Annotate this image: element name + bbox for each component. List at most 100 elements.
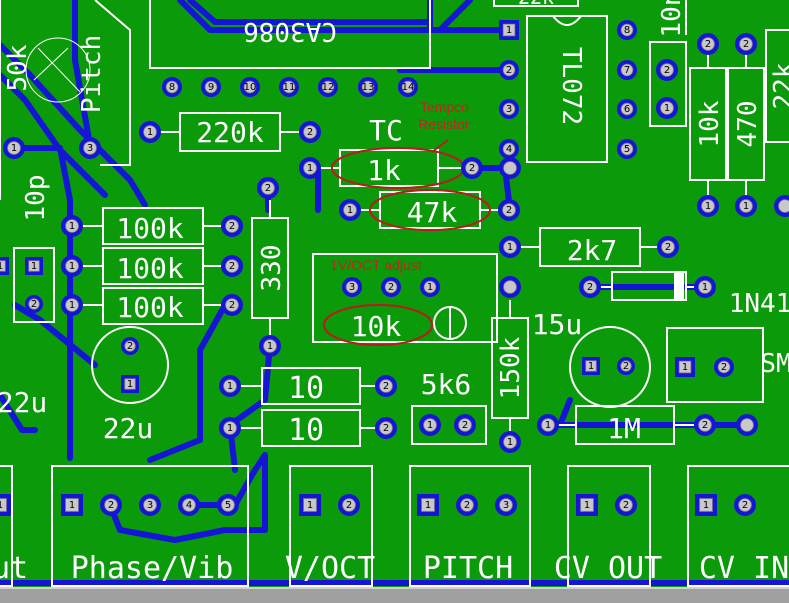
pad-705-425: 2 xyxy=(694,414,716,436)
svg-text:2: 2 xyxy=(587,282,593,293)
label-10k-v: 10k xyxy=(695,100,725,147)
c10p-pad-1: 1 xyxy=(25,257,43,275)
pad-705-287: 1 xyxy=(694,276,716,298)
connector-label-ut: ut xyxy=(0,551,28,586)
pad-708-44: 2 xyxy=(697,33,719,55)
label-10-a: 10 xyxy=(288,371,324,406)
edge-pad: 1 xyxy=(0,257,9,275)
pad-668-247: 2 xyxy=(657,236,679,258)
connector-label-cv-out: CV OUT xyxy=(554,551,662,586)
ic2-pad-8: 8 xyxy=(617,20,637,40)
svg-text:3: 3 xyxy=(147,500,153,511)
svg-text:1: 1 xyxy=(0,500,3,511)
label-tc: TC xyxy=(369,114,403,147)
cv-in-pin-1: 1 xyxy=(695,494,717,516)
svg-text:8: 8 xyxy=(169,82,175,93)
pad-232-226: 2 xyxy=(221,215,243,237)
svg-text:3: 3 xyxy=(503,500,509,511)
phase-vib-pin-4: 4 xyxy=(178,494,200,516)
cv-in-pin-2: 2 xyxy=(734,494,756,516)
svg-text:12: 12 xyxy=(322,82,335,93)
ic2-pad-4: 4 xyxy=(499,139,519,159)
svg-text:2: 2 xyxy=(229,300,235,311)
label-220k: 220k xyxy=(196,116,264,149)
svg-text:2: 2 xyxy=(623,500,629,511)
label-sm: SM xyxy=(760,349,789,379)
phase-vib-pin-3: 3 xyxy=(139,494,161,516)
svg-text:6: 6 xyxy=(624,104,630,115)
label-pitch-pot: Pitch xyxy=(77,35,107,113)
pad-350-210: 1 xyxy=(339,199,361,221)
vadj-note: 1V/OCT adjust xyxy=(330,257,422,273)
svg-text:7: 7 xyxy=(624,65,630,76)
pad-310-168: 1 xyxy=(299,157,321,179)
svg-text:13: 13 xyxy=(362,82,375,93)
phase-vib-pin-2: 2 xyxy=(100,494,122,516)
label-trim-10k: 10k xyxy=(351,310,402,343)
svg-text:1: 1 xyxy=(127,379,133,390)
pad-310-132: 2 xyxy=(299,121,321,143)
label-15u: 15u xyxy=(532,308,583,341)
svg-text:2: 2 xyxy=(462,420,468,431)
svg-text:9: 9 xyxy=(208,82,214,93)
svg-text:2: 2 xyxy=(702,420,708,431)
c10p-pad-2: 2 xyxy=(25,295,43,313)
pad-150-132: 1 xyxy=(139,121,161,143)
label-tl072: TL072 xyxy=(556,47,586,125)
ic1-pad-8: 8 xyxy=(162,77,182,97)
c15u-pad-1: 1 xyxy=(582,357,600,375)
ic2-pad-1: 1 xyxy=(499,20,519,40)
phase-vib-pin-1: 1 xyxy=(61,494,83,516)
svg-text:1: 1 xyxy=(664,103,670,114)
label-10n: 10n xyxy=(657,0,687,37)
connector-label-pitch: PITCH xyxy=(423,551,513,586)
svg-text:1: 1 xyxy=(227,423,233,434)
pad-72-266: 1 xyxy=(61,255,83,277)
pad-270-346: 1 xyxy=(259,335,281,357)
ic1-pad-12: 12 xyxy=(318,77,338,97)
svg-text:1: 1 xyxy=(307,500,313,511)
svg-text:2: 2 xyxy=(506,65,512,76)
silkscreen xyxy=(0,0,789,587)
label-47k: 47k xyxy=(407,196,458,229)
svg-text:2: 2 xyxy=(664,65,670,76)
svg-text:3: 3 xyxy=(349,282,355,293)
svg-text:1: 1 xyxy=(682,362,688,373)
c22u-pad-2: 2 xyxy=(121,337,139,355)
component-labels: CA3086 TL072 220k TC 1k 47k 100k 100k 10… xyxy=(0,0,789,448)
svg-text:1: 1 xyxy=(267,341,273,352)
svg-text:1: 1 xyxy=(69,300,75,311)
svg-text:1: 1 xyxy=(69,500,75,511)
svg-text:2: 2 xyxy=(506,205,512,216)
pad-548-425: 1 xyxy=(537,414,559,436)
label-5k6: 5k6 xyxy=(421,368,472,401)
label-2k7: 2k7 xyxy=(567,234,618,267)
pad-746-44: 2 xyxy=(735,33,757,55)
svg-text:3: 3 xyxy=(506,104,512,115)
svg-text:1: 1 xyxy=(584,500,590,511)
svg-text:2: 2 xyxy=(265,183,271,194)
pad-230-428: 1 xyxy=(219,417,241,439)
pad-785-206 xyxy=(774,195,789,217)
c22u-pad-1: 1 xyxy=(121,375,139,393)
pad-590-287: 2 xyxy=(579,276,601,298)
pad-386-428: 2 xyxy=(375,417,397,439)
c15u-pad-2: 2 xyxy=(617,357,635,375)
svg-text:5: 5 xyxy=(225,500,231,511)
svg-text:1: 1 xyxy=(705,201,711,212)
pad-465-425: 2 xyxy=(454,414,476,436)
ic1-pad-14: 14 xyxy=(398,77,418,97)
svg-text:8: 8 xyxy=(624,25,630,36)
svg-text:2: 2 xyxy=(742,500,748,511)
svg-text:2: 2 xyxy=(721,362,727,373)
svg-text:4: 4 xyxy=(506,144,512,155)
ic1-pad-10: 10 xyxy=(240,77,260,97)
label-100k-b: 100k xyxy=(116,252,184,285)
svg-text:2: 2 xyxy=(743,39,749,50)
label-22k: 22k xyxy=(769,62,789,109)
svg-text:1: 1 xyxy=(227,381,233,392)
pad-746-206: 1 xyxy=(735,195,757,217)
ut-pin-1: 1 xyxy=(0,494,11,516)
